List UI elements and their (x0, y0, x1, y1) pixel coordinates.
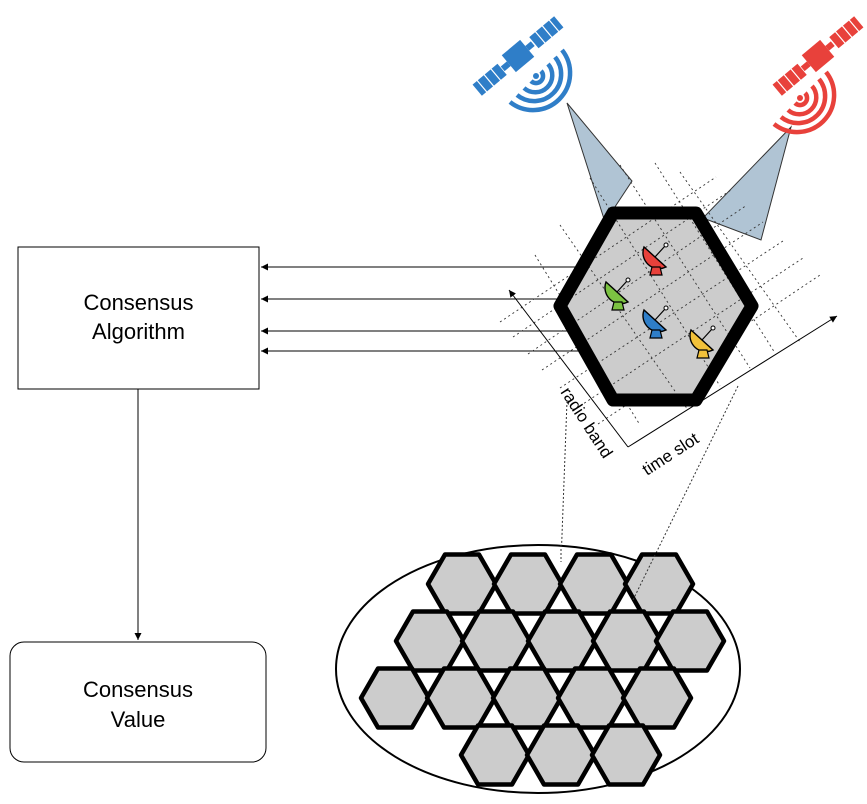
cell-hexagon (555, 666, 629, 730)
cell-hexagon (589, 723, 663, 787)
consensus-algorithm-label-line2: Algorithm (92, 319, 185, 344)
cell-hexagon (491, 552, 565, 616)
cell-hexagon (425, 552, 499, 616)
signal-waves-right (772, 70, 837, 135)
consensus-value-label-line2: Value (111, 707, 166, 732)
cell-hexagon (393, 609, 467, 673)
cell-hexagon (490, 666, 564, 730)
cell-hexagon (620, 666, 694, 730)
satellite-icon (770, 14, 866, 98)
cell-hexagon (524, 723, 598, 787)
beam-right (702, 125, 792, 241)
cell-hexagon (424, 666, 498, 730)
beam-left (566, 102, 633, 224)
time-slot-label: time slot (639, 429, 703, 480)
time-slot-axis (627, 315, 838, 448)
cell-hexagon (622, 552, 696, 616)
cell-hexagon (358, 666, 432, 730)
cell-hexagon (590, 609, 664, 673)
consensus-value-box: Consensus Value (9, 641, 267, 763)
consensus-value-label-line1: Consensus (83, 677, 193, 702)
satellite-icon (470, 14, 566, 98)
cell-hexagon (458, 723, 532, 787)
cell-hexagon (557, 552, 631, 616)
cell-hexagon (459, 609, 533, 673)
zoom-lines-top (560, 545, 656, 601)
satellite-right (770, 14, 866, 98)
radio-band-axis (508, 289, 629, 448)
cell-hexagon (525, 609, 599, 673)
consensus-algorithm-box: Consensus Algorithm (17, 246, 260, 390)
axes (508, 289, 838, 448)
cell-hexagon (653, 609, 727, 673)
zoom-lines (560, 385, 739, 601)
signal-waves-left (508, 48, 573, 113)
consensus-algorithm-label-line1: Consensus (83, 290, 193, 315)
satellite-left (470, 14, 566, 98)
cell-grid (358, 552, 727, 787)
